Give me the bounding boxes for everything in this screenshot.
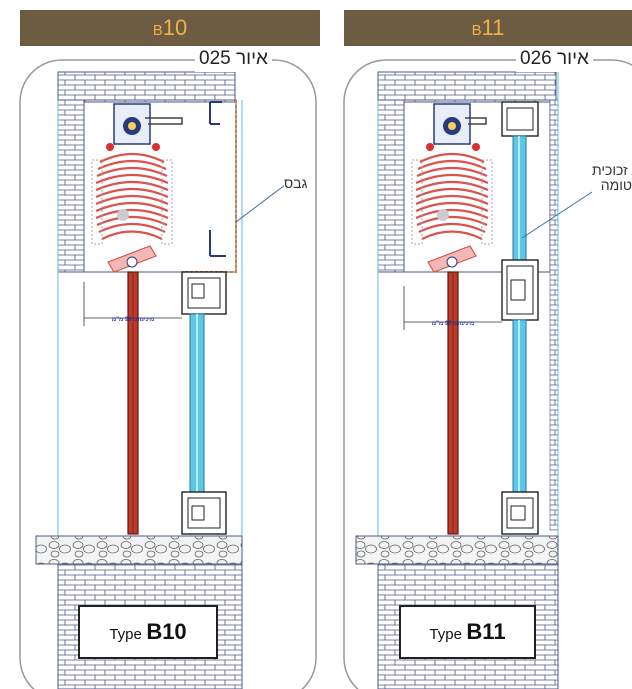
type-label-box: Type B10 [78, 605, 218, 659]
rolled-shutter-slats [91, 152, 173, 245]
type-label-box: Type B11 [399, 605, 536, 659]
panel-type-b11: B11 [330, 0, 632, 689]
outer-frame [343, 59, 632, 689]
left-brick-column [377, 99, 405, 273]
rolled-shutter-slats [411, 152, 493, 245]
outer-frame [19, 59, 317, 689]
figure-label: איור 026 [516, 46, 593, 72]
type-code: B10 [146, 619, 187, 644]
glazing-frame-bottom [501, 491, 539, 535]
header-code-prefix: B [152, 22, 163, 39]
type-code: B11 [466, 619, 506, 644]
type-word: Type [109, 626, 142, 643]
top-brick-wall [57, 71, 236, 103]
dimension-label: מינימום 90 מ"מ [432, 321, 475, 327]
header-code-prefix: B [471, 22, 482, 39]
section-drawing-b10: מינימום 90 מ"מ [19, 59, 317, 689]
gypsum-note: גבס [284, 175, 308, 191]
section-drawing-b11: מינימום 90 מ"מ [343, 59, 632, 689]
glass-note-line2: טומה [600, 177, 632, 193]
top-brick-wall [377, 71, 557, 103]
type-word: Type [429, 626, 462, 643]
glass-note: בוע זכוכית טומה [592, 163, 632, 193]
panel-type-b10: B10 [19, 10, 320, 689]
figure-label: איור 025 [195, 46, 272, 72]
glazing-frame-middle [501, 259, 539, 321]
floor-stone-band [355, 535, 559, 565]
panel-header-b10: B10 [20, 10, 320, 46]
dimension-label: מינימום 90 מ"מ [112, 317, 155, 323]
panel-header-b11: B11 [344, 10, 632, 46]
glass-note-line1: בוע זכוכית [592, 163, 632, 178]
header-code-number: 11 [481, 15, 505, 40]
left-brick-column [57, 99, 85, 273]
header-code-number: 10 [162, 15, 188, 40]
floor-stone-band [35, 535, 243, 565]
